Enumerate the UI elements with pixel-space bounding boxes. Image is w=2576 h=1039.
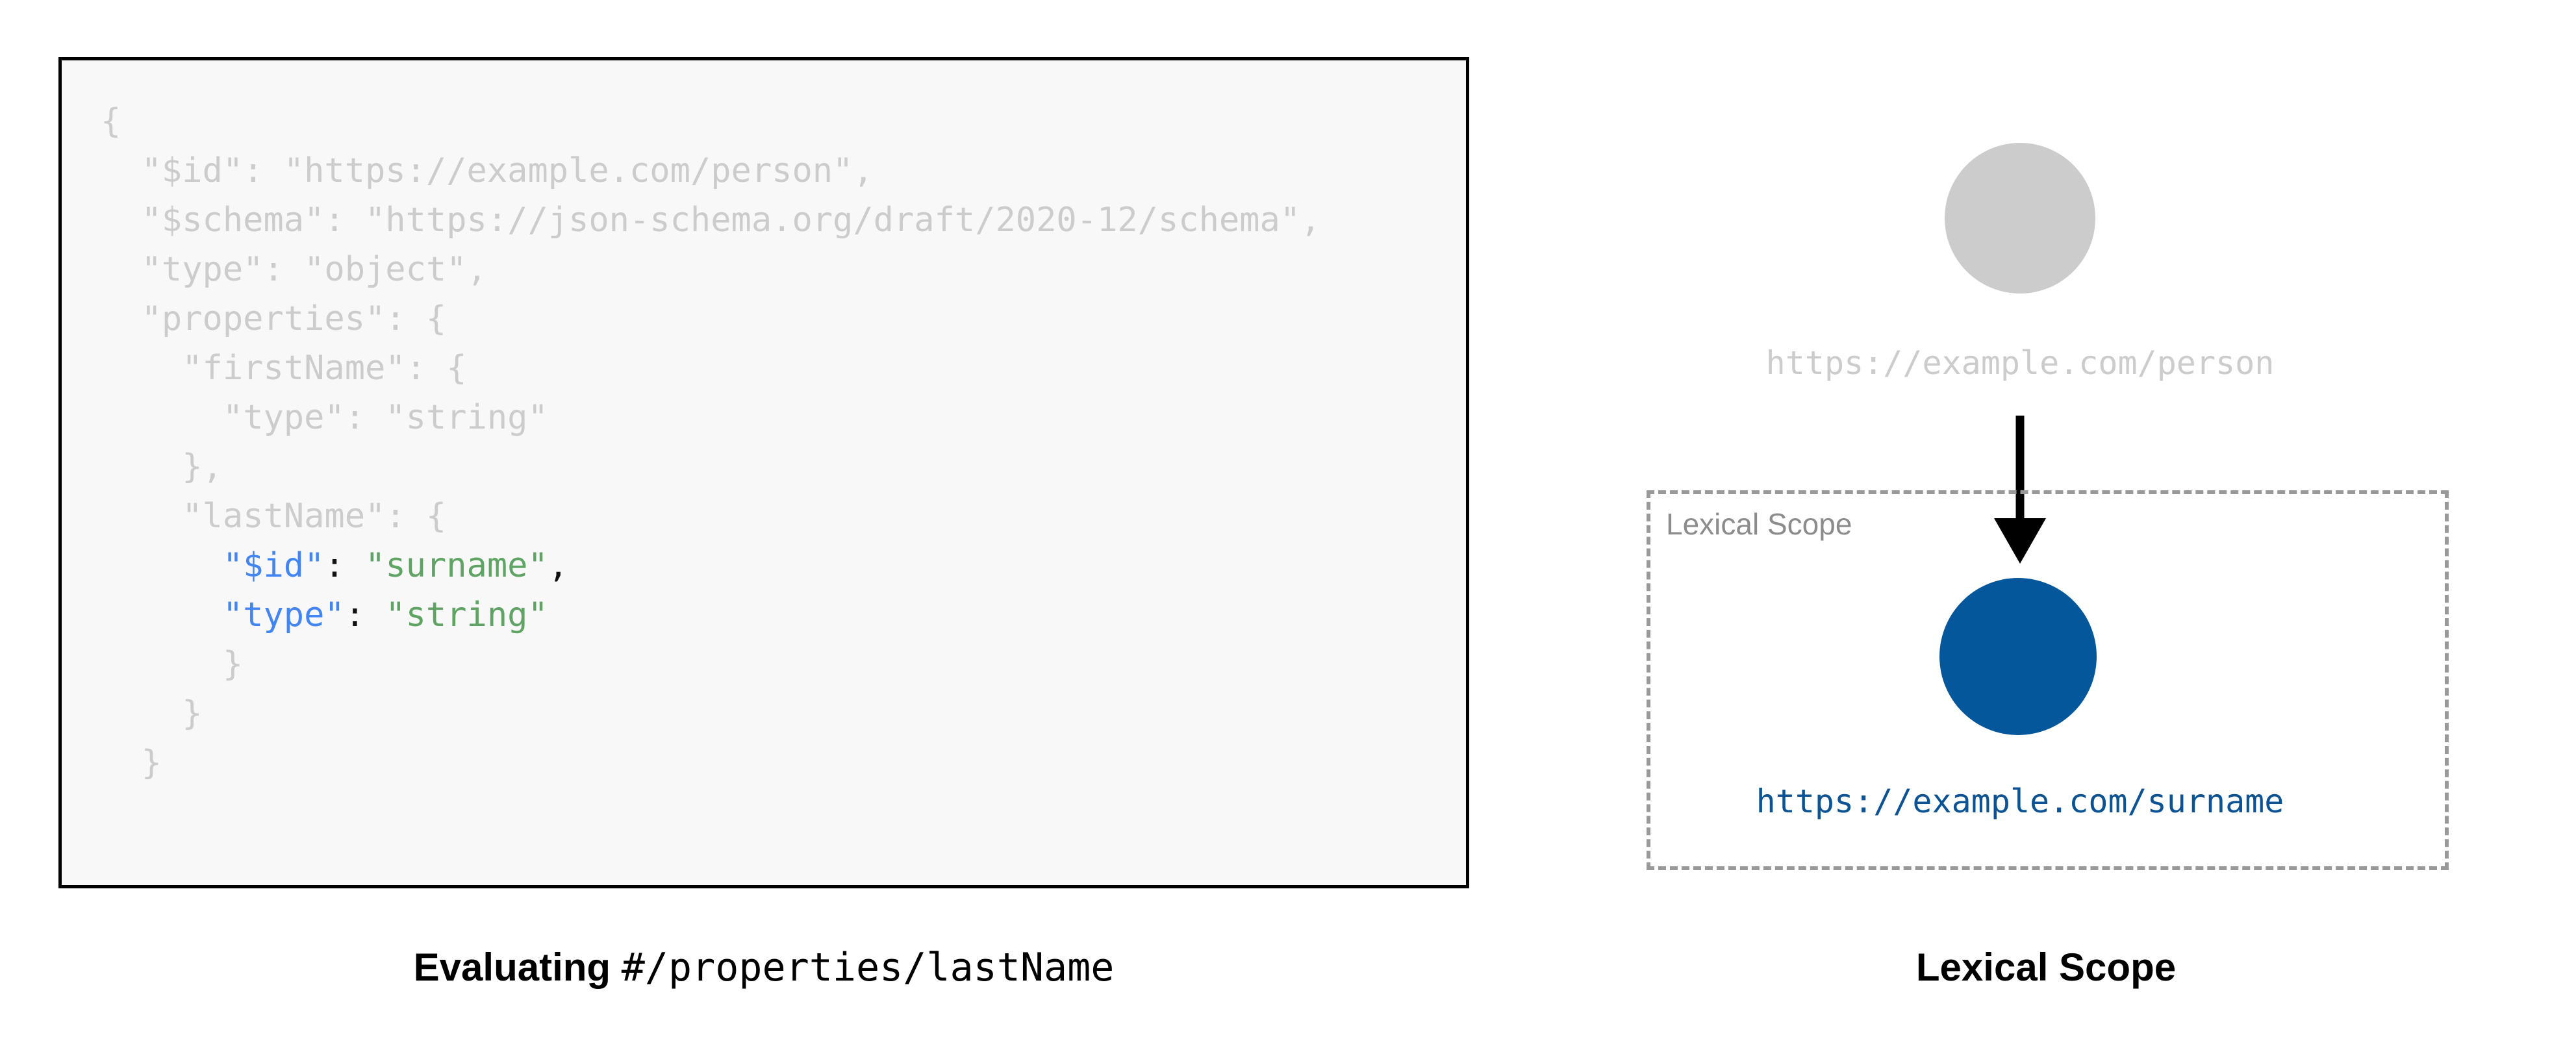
lexical-scope-diagram: https://example.com/person Lexical Scope…: [1546, 0, 2576, 922]
json-schema-code: { "$id": "https://example.com/person", "…: [101, 102, 1321, 782]
right-figure-caption: Lexical Scope: [1915, 945, 2177, 989]
surname-schema-node-circle: [1939, 578, 2097, 735]
lexical-scope-box: [1647, 490, 2449, 870]
root-schema-node-circle: [1945, 143, 2095, 294]
caption-evaluating-label: Evaluating: [413, 945, 611, 989]
root-schema-node-label: https://example.com/person: [1765, 344, 2275, 382]
caption-json-pointer: #/properties/lastName: [621, 945, 1115, 990]
left-figure-caption: Evaluating #/properties/lastName: [0, 945, 1528, 990]
down-arrow-icon: [1994, 416, 2046, 564]
lexical-scope-box-label: Lexical Scope: [1666, 507, 1852, 541]
code-panel: { "$id": "https://example.com/person", "…: [58, 57, 1469, 888]
surname-schema-node-label: https://example.com/surname: [1756, 782, 2284, 820]
